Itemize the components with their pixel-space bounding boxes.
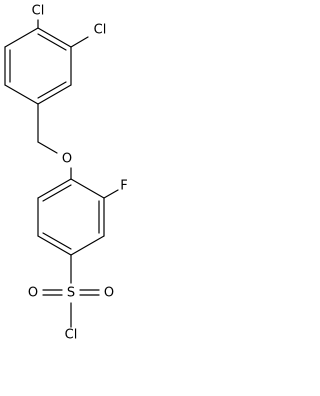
atom-labels: Cl Cl O F S O O Cl — [28, 4, 128, 343]
bond — [103, 189, 119, 199]
atom-sulfur: S — [67, 286, 75, 301]
atom-chlorine-bottom: Cl — [65, 328, 78, 343]
bond — [4, 27, 39, 48]
bond — [42, 184, 72, 202]
bond — [37, 81, 67, 99]
bond — [4, 84, 39, 105]
bond — [37, 235, 72, 256]
bonds — [4, 19, 119, 328]
bond — [70, 235, 105, 256]
atom-chlorine-right: Cl — [94, 23, 107, 38]
atom-oxygen-ether: O — [62, 152, 72, 167]
bond — [42, 232, 72, 250]
bond — [37, 178, 72, 199]
molecule-structure: Cl Cl O F S O O Cl — [4, 4, 128, 343]
bond — [70, 178, 105, 199]
bond — [37, 33, 67, 51]
atom-oxygen-left: O — [28, 286, 38, 301]
bond — [37, 27, 72, 48]
bond — [37, 141, 58, 154]
atom-chlorine-top: Cl — [32, 4, 45, 19]
bond — [70, 36, 89, 48]
bond — [37, 84, 72, 105]
atom-oxygen-right: O — [104, 286, 114, 301]
atom-fluorine: F — [120, 179, 127, 194]
